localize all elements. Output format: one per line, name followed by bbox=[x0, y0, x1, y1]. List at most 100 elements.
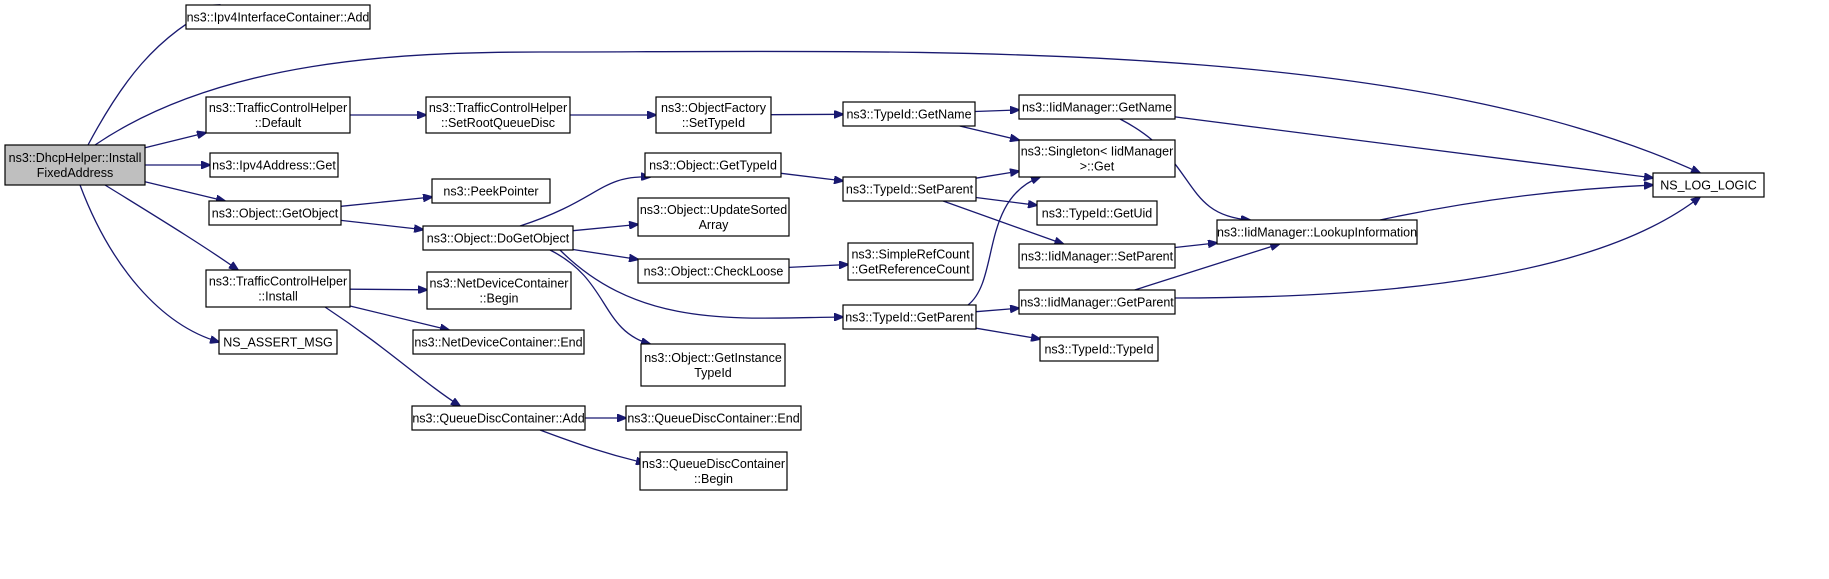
node-box bbox=[208, 200, 342, 226]
node-label: ns3::TypeId::SetParent bbox=[846, 183, 974, 197]
node-iid-setparent[interactable]: ns3::IidManager::SetParent bbox=[1018, 243, 1176, 269]
node-tid-getname[interactable]: ns3::TypeId::GetName bbox=[842, 101, 976, 127]
edge-tid_setparent-to-singleton_get bbox=[975, 171, 1019, 179]
edge-tid_setparent-to-iid_setparent bbox=[942, 200, 1063, 244]
node-ns-log-logic[interactable]: NS_LOG_LOGIC bbox=[1652, 172, 1765, 198]
node-label: ns3::NetDeviceContainer bbox=[430, 277, 569, 291]
node-box bbox=[847, 242, 974, 281]
node-ns-assert-msg[interactable]: NS_ASSERT_MSG bbox=[218, 329, 338, 355]
node-obj-checkloose[interactable]: ns3::Object::CheckLoose bbox=[637, 258, 790, 284]
node-qdc-end[interactable]: ns3::QueueDiscContainer::End bbox=[625, 405, 802, 431]
node-label: ns3::IidManager::GetParent bbox=[1020, 296, 1174, 310]
node-label: ns3::Singleton< IidManager bbox=[1021, 145, 1174, 159]
edge-obj_gettypeid-to-tid_setparent bbox=[780, 172, 843, 181]
node-iid-getparent[interactable]: ns3::IidManager::GetParent bbox=[1018, 289, 1176, 315]
node-of-settypeid[interactable]: ns3::ObjectFactory::SetTypeId bbox=[655, 96, 772, 134]
node-box bbox=[639, 451, 788, 491]
node-tid-setparent[interactable]: ns3::TypeId::SetParent bbox=[842, 176, 977, 202]
node-box bbox=[185, 4, 371, 30]
node-label: ns3::QueueDiscContainer::Add bbox=[412, 412, 584, 426]
node-box bbox=[842, 101, 976, 127]
node-box bbox=[1018, 289, 1176, 315]
node-tid-getparent[interactable]: ns3::TypeId::GetParent bbox=[842, 304, 977, 330]
node-tch-setroot[interactable]: ns3::TrafficControlHelper::SetRootQueueD… bbox=[425, 96, 571, 134]
node-label: ns3::IidManager::SetParent bbox=[1021, 250, 1174, 264]
node-iid-getname[interactable]: ns3::IidManager::GetName bbox=[1018, 94, 1176, 120]
node-label: ns3::TrafficControlHelper bbox=[429, 101, 567, 115]
node-obj-dogetobject[interactable]: ns3::Object::DoGetObject bbox=[422, 225, 574, 251]
node-label: ns3::TypeId::GetParent bbox=[845, 311, 974, 325]
node-box bbox=[625, 405, 802, 431]
node-box bbox=[1018, 94, 1176, 120]
edge-install-to-ns_assert_msg bbox=[79, 184, 219, 342]
node-ipv4addr-get[interactable]: ns3::Ipv4Address::Get bbox=[209, 152, 339, 178]
edge-tid_getparent-to-tid_typeid bbox=[975, 327, 1040, 339]
node-box bbox=[640, 343, 786, 387]
node-label: TypeId bbox=[694, 366, 732, 380]
edge-obj_dogetobject-to-obj_checkloose bbox=[572, 248, 638, 260]
edge-iid_getparent-to-ns_log_logic bbox=[1174, 197, 1700, 299]
node-box bbox=[4, 144, 146, 186]
node-obj-gettypeid[interactable]: ns3::Object::GetTypeId bbox=[644, 152, 782, 178]
edge-obj_dogetobject-to-obj_updatesorted bbox=[572, 224, 638, 232]
node-box bbox=[644, 152, 782, 178]
node-box bbox=[205, 269, 351, 308]
node-box bbox=[412, 329, 585, 355]
edge-iid_setparent-to-iid_lookup bbox=[1174, 243, 1217, 249]
node-src-getrefcount[interactable]: ns3::SimpleRefCount::GetReferenceCount bbox=[847, 242, 974, 281]
node-label: ::GetReferenceCount bbox=[851, 263, 970, 277]
node-iid-lookup[interactable]: ns3::IidManager::LookupInformation bbox=[1216, 219, 1418, 245]
edge-install-to-ns_log_logic bbox=[94, 50, 1700, 173]
node-label: ::SetTypeId bbox=[682, 116, 745, 130]
node-label: ns3::QueueDiscContainer bbox=[642, 457, 785, 471]
node-tch-default[interactable]: ns3::TrafficControlHelper::Default bbox=[205, 96, 351, 134]
node-label: ns3::TypeId::GetName bbox=[846, 108, 971, 122]
node-label: >::Get bbox=[1080, 160, 1115, 174]
edge-iid_getparent-to-iid_lookup bbox=[1134, 244, 1280, 291]
edge-tid_getname-to-singleton_get bbox=[959, 125, 1019, 140]
edge-obj_dogetobject-to-obj_getinstancetypeid bbox=[549, 249, 650, 344]
node-box bbox=[637, 258, 790, 284]
edge-tch_install-to-ndc_begin bbox=[349, 289, 427, 290]
node-box bbox=[205, 96, 351, 134]
node-label: ns3::TrafficControlHelper bbox=[209, 101, 347, 115]
edge-tid_getname-to-iid_getname bbox=[974, 110, 1019, 112]
node-box bbox=[1652, 172, 1765, 198]
node-label: ns3::DhcpHelper::Install bbox=[9, 151, 142, 165]
node-box bbox=[422, 225, 574, 251]
node-ipv4ic-add[interactable]: ns3::Ipv4InterfaceContainer::Add bbox=[185, 4, 371, 30]
node-peekpointer[interactable]: ns3::PeekPointer bbox=[431, 178, 551, 204]
node-label: ns3::Object::DoGetObject bbox=[427, 232, 570, 246]
node-label: ns3::NetDeviceContainer::End bbox=[414, 336, 582, 350]
node-tid-getuid[interactable]: ns3::TypeId::GetUid bbox=[1036, 200, 1158, 226]
node-label: ns3::IidManager::GetName bbox=[1022, 101, 1172, 115]
node-ndc-end[interactable]: ns3::NetDeviceContainer::End bbox=[412, 329, 585, 355]
node-tid-typeid[interactable]: ns3::TypeId::TypeId bbox=[1039, 336, 1159, 362]
edge-obj_checkloose-to-src_getrefcount bbox=[788, 265, 848, 268]
node-label: ::Begin bbox=[694, 472, 733, 486]
node-box bbox=[1018, 243, 1176, 269]
node-label: NS_LOG_LOGIC bbox=[1660, 179, 1757, 193]
edges-layer bbox=[79, 5, 1700, 463]
node-label: ns3::TypeId::GetUid bbox=[1042, 207, 1153, 221]
node-label: ns3::Object::CheckLoose bbox=[644, 265, 784, 279]
node-singleton-get[interactable]: ns3::Singleton< IidManager >::Get bbox=[1018, 139, 1176, 178]
edge-tid_getparent-to-iid_getparent bbox=[975, 308, 1019, 312]
node-obj-getobject[interactable]: ns3::Object::GetObject bbox=[208, 200, 342, 226]
node-tch-install[interactable]: ns3::TrafficControlHelper::Install bbox=[205, 269, 351, 308]
edge-iid_getname-to-iid_lookup bbox=[1119, 118, 1250, 220]
node-label: ns3::QueueDiscContainer::End bbox=[627, 412, 799, 426]
edge-qdc_add-to-qdc_begin bbox=[539, 429, 645, 463]
node-qdc-begin[interactable]: ns3::QueueDiscContainer::Begin bbox=[639, 451, 788, 491]
node-ndc-begin[interactable]: ns3::NetDeviceContainer::Begin bbox=[426, 271, 572, 310]
node-box bbox=[411, 405, 586, 431]
node-box bbox=[1039, 336, 1159, 362]
edge-iid_getname-to-ns_log_logic bbox=[1174, 116, 1653, 178]
edge-obj_dogetobject-to-obj_gettypeid bbox=[519, 177, 650, 227]
node-qdc-add[interactable]: ns3::QueueDiscContainer::Add bbox=[411, 405, 586, 431]
edge-tid_setparent-to-tid_getuid bbox=[975, 196, 1037, 206]
